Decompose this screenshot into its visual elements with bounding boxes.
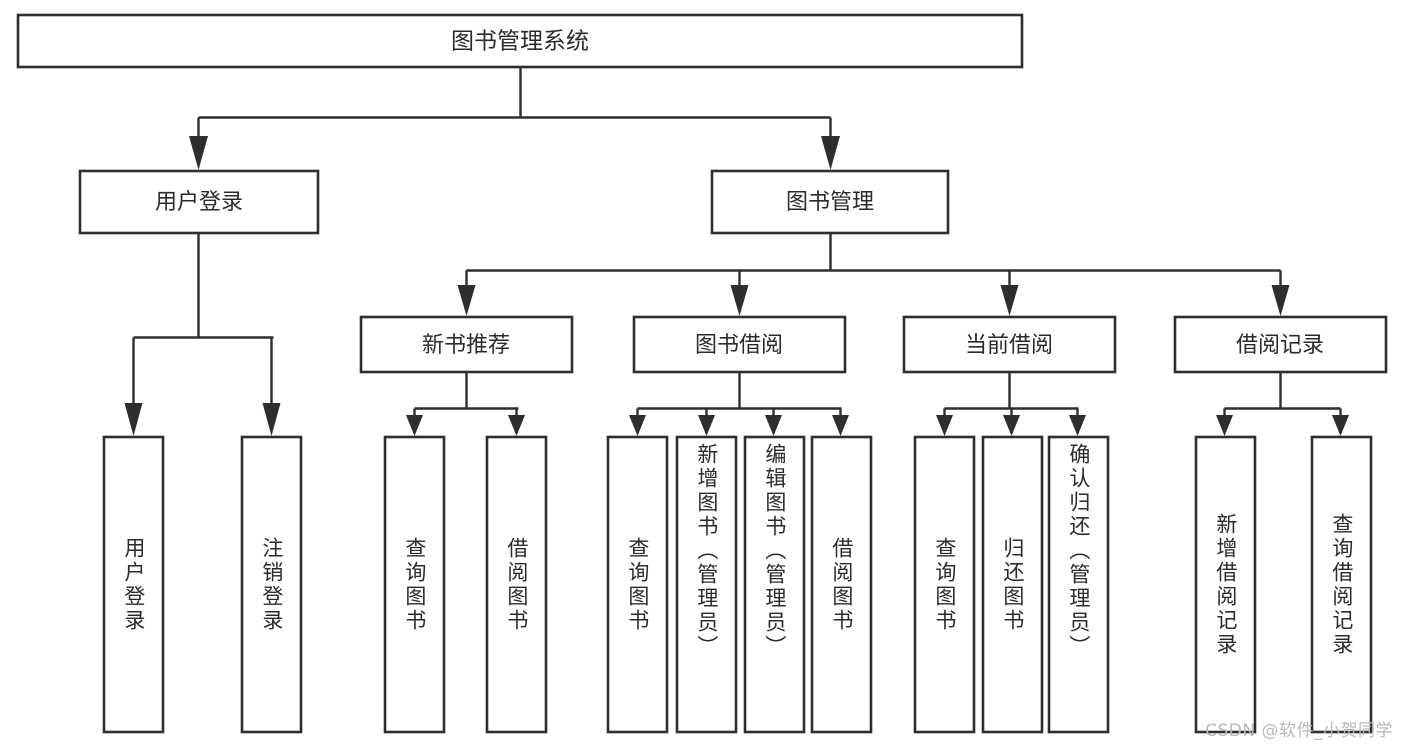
node-root-box[interactable] — [16, 13, 1024, 69]
arrow-head-new-book-recommend — [457, 285, 476, 316]
arrow-head-leaf-query-book-2 — [629, 415, 646, 436]
connector-group-user-login — [124, 233, 281, 436]
arrow-head-book-manage — [821, 136, 840, 170]
connector-group-new-book-recommend — [406, 372, 525, 436]
leaf-box-query-book-3[interactable] — [913, 435, 976, 734]
arrow-head-borrow-record — [1271, 285, 1290, 316]
leaf-box-add-book[interactable] — [675, 435, 738, 734]
connector-group-book-manage — [457, 233, 1290, 316]
connector-group-current-borrow — [936, 372, 1086, 436]
leaf-box-confirm-return[interactable] — [1047, 435, 1110, 734]
arrow-head-leaf-edit-book — [765, 415, 782, 436]
leaf-box-return-book[interactable] — [981, 435, 1044, 734]
leaf-box-edit-book[interactable] — [743, 435, 806, 734]
node-borrow-record[interactable]: 借阅记录 — [1173, 315, 1388, 374]
node-book-borrow-box[interactable] — [632, 315, 847, 374]
node-book-manage[interactable]: 图书管理 — [710, 169, 950, 235]
arrow-head-leaf-user-login — [124, 403, 143, 436]
connector-group-book-borrow — [629, 372, 849, 436]
connector-group-root — [189, 67, 840, 170]
node-book-borrow[interactable]: 图书借阅 — [632, 315, 847, 374]
node-new-book-recommend[interactable]: 新书推荐 — [359, 315, 574, 374]
leaf-box-query-record[interactable] — [1310, 435, 1373, 734]
leaf-box-borrow-book-1[interactable] — [485, 435, 548, 734]
node-borrow-record-label: 借阅记录 — [1236, 333, 1324, 358]
arrow-head-leaf-add-book — [698, 415, 715, 436]
node-book-manage-label: 图书管理 — [786, 190, 874, 215]
arrow-head-leaf-confirm-return — [1069, 415, 1086, 436]
arrow-head-book-borrow — [730, 285, 749, 316]
node-new-book-recommend-box[interactable] — [359, 315, 574, 374]
node-current-borrow-label: 当前借阅 — [965, 333, 1053, 358]
leaf-box-query-book-2[interactable] — [606, 435, 669, 734]
arrow-head-leaf-borrow-book-2 — [832, 415, 849, 436]
leaf-box-query-book-1[interactable] — [383, 435, 446, 734]
arrow-head-leaf-add-record — [1216, 415, 1233, 436]
leaf-box-borrow-book-2[interactable] — [810, 435, 873, 734]
arrow-head-leaf-query-book-3 — [936, 415, 953, 436]
watermark: CSDN @软件_小贺同学 — [1205, 721, 1393, 741]
node-current-borrow-box[interactable] — [902, 315, 1117, 374]
leaf-boxes — [102, 435, 1373, 734]
node-new-book-recommend-label: 新书推荐 — [422, 333, 510, 358]
leaf-box-user-login[interactable] — [102, 435, 165, 734]
arrow-head-current-borrow — [1000, 285, 1019, 316]
node-book-manage-box[interactable] — [710, 169, 950, 235]
arrow-head-leaf-return-book — [1003, 415, 1020, 436]
node-current-borrow[interactable]: 当前借阅 — [902, 315, 1117, 374]
node-user-login[interactable]: 用户登录 — [78, 169, 320, 235]
node-root-label: 图书管理系统 — [451, 29, 589, 55]
arrow-head-leaf-borrow-book-1 — [508, 415, 525, 436]
node-user-login-box[interactable] — [78, 169, 320, 235]
arrow-head-leaf-user-logout — [262, 403, 281, 436]
leaf-box-add-record[interactable] — [1194, 435, 1257, 734]
arrow-head-leaf-query-book-1 — [406, 415, 423, 436]
arrow-head-leaf-query-record — [1332, 415, 1349, 436]
node-book-borrow-label: 图书借阅 — [695, 333, 783, 358]
leaf-box-user-logout[interactable] — [240, 435, 303, 734]
node-borrow-record-box[interactable] — [1173, 315, 1388, 374]
node-user-login-label: 用户登录 — [155, 190, 243, 215]
connector-group-borrow-record — [1216, 372, 1349, 436]
arrow-head-user-login — [189, 136, 208, 170]
node-root[interactable]: 图书管理系统 — [16, 13, 1024, 69]
